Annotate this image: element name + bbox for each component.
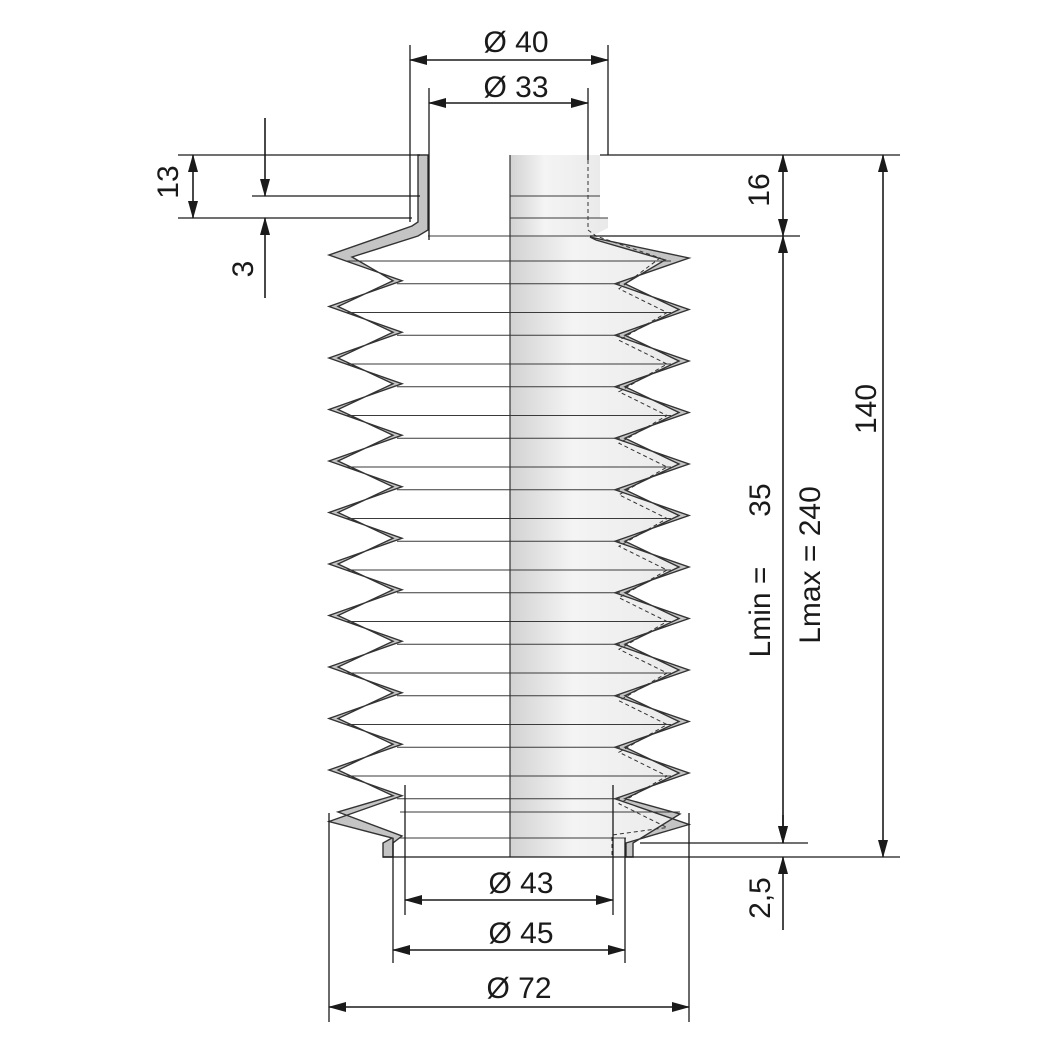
dim-lmin-value: 35 bbox=[744, 483, 777, 516]
dim-lmax: Lmax = 240 bbox=[794, 486, 827, 644]
dim-lmin-label: Lmin = bbox=[744, 567, 777, 658]
dimension-lines bbox=[188, 55, 888, 1012]
dim-top-outer-diameter: Ø 40 bbox=[483, 26, 548, 59]
extension-lines bbox=[178, 45, 900, 1022]
fold-lines bbox=[347, 195, 680, 839]
dim-bottom-flange: 2,5 bbox=[744, 877, 777, 919]
dim-total-height: 140 bbox=[850, 384, 883, 434]
dim-bottom-outer-diameter: Ø 45 bbox=[488, 917, 553, 950]
dim-collar-height: 13 bbox=[152, 165, 185, 198]
dim-collar-length: 16 bbox=[743, 173, 776, 206]
dim-collar-step: 3 bbox=[227, 261, 260, 278]
dim-convolution-diameter: Ø 72 bbox=[486, 972, 551, 1005]
bellows-wall-left bbox=[326, 154, 429, 858]
hidden-inner-wall bbox=[587, 160, 669, 857]
dim-bottom-inner-diameter: Ø 43 bbox=[488, 867, 553, 900]
dim-top-inner-diameter: Ø 33 bbox=[483, 71, 548, 104]
